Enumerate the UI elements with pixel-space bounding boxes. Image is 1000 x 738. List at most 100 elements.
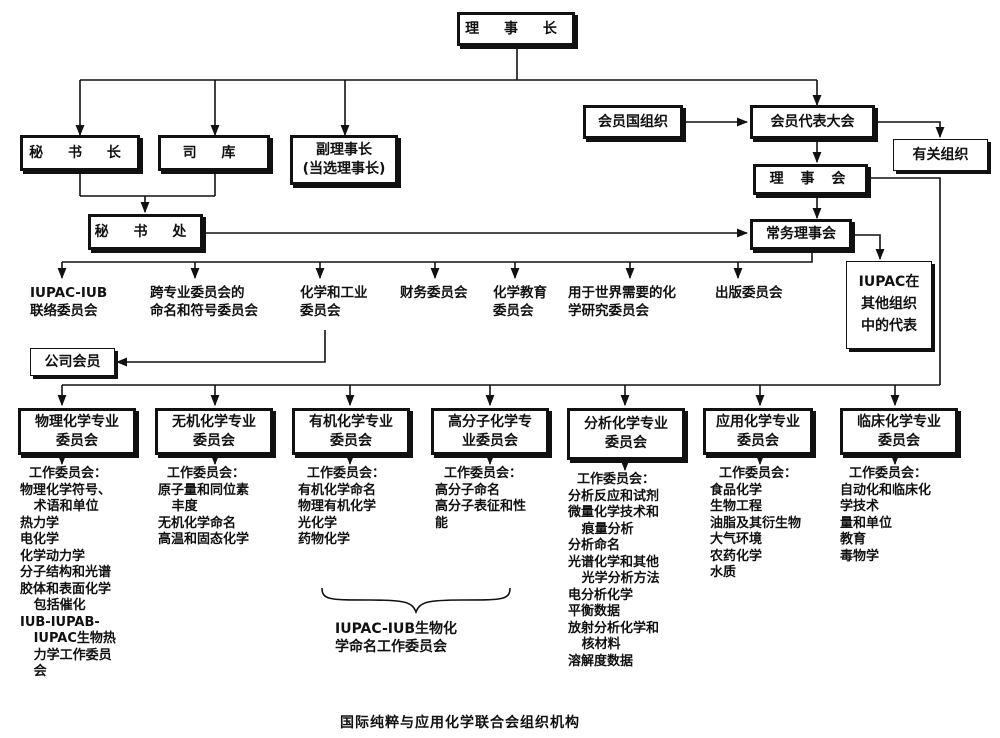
committee-education: 化学教育 委员会 bbox=[493, 285, 547, 320]
committee-publications: 出版委员会 bbox=[715, 285, 783, 303]
member-orgs-box: 会员国组织 bbox=[583, 105, 683, 139]
committee-nomenclature: 跨专业委员会的 命名和符号委员会 bbox=[150, 285, 258, 320]
working-committee-item: 高温和固态化学 bbox=[158, 532, 250, 547]
working-committee-item: 力学工作委员 bbox=[20, 647, 112, 663]
vice-president-label: 副理事长 bbox=[316, 142, 372, 159]
division-label: 委员会 bbox=[330, 432, 372, 449]
division-label: 高分子化学专 bbox=[448, 413, 532, 430]
division-inorganic-chem: 无机化学专业 委员会 bbox=[155, 408, 273, 455]
working-committee-item: 丰度 bbox=[158, 499, 198, 514]
vice-president-box: 副理事长 (当选理事长) bbox=[290, 135, 398, 185]
committee-label: 委员会 bbox=[493, 302, 534, 319]
division-label: 业委员会 bbox=[462, 432, 518, 449]
working-committee-item: 分析反应和试剂 bbox=[568, 488, 660, 504]
division-analytical-chem: 分析化学专业 委员会 bbox=[567, 408, 685, 460]
secretary-general-box: 秘 书 长 bbox=[20, 135, 140, 171]
committee-label: 联络委员会 bbox=[30, 302, 98, 319]
president-box: 理 事 长 bbox=[457, 12, 575, 46]
working-committee-item: 热力学 bbox=[20, 515, 60, 531]
working-committee-item: 会 bbox=[20, 664, 47, 679]
committee-chem-industry: 化学和工业 委员会 bbox=[300, 285, 368, 320]
working-committee-item: 化学动力学 bbox=[20, 548, 86, 564]
working-committee-item: 电分析化学 bbox=[568, 587, 634, 603]
working-committee-item: 原子量和同位素 bbox=[158, 482, 250, 498]
related-orgs-box: 有关组织 bbox=[893, 139, 988, 171]
division-label: 有机化学专业 bbox=[309, 413, 393, 430]
committee-label: 跨专业委员会的 bbox=[150, 285, 245, 301]
general-assembly-box: 会员代表大会 bbox=[750, 105, 875, 139]
working-committee-heading: 工作委员会： bbox=[298, 466, 386, 481]
working-committee-item: 水质 bbox=[710, 565, 737, 580]
secretariat-box: 秘 书 处 bbox=[88, 214, 203, 250]
working-committee-item: 高分子表征和性 bbox=[435, 499, 527, 514]
division-label: 物理化学专业 bbox=[35, 413, 119, 430]
joint-commission-brace bbox=[321, 587, 511, 615]
representation-line1: IUPAC在 bbox=[858, 274, 920, 291]
division-organic-chem: 有机化学专业 委员会 bbox=[292, 408, 410, 455]
committee-label: 学研究委员会 bbox=[568, 302, 649, 319]
working-committee-heading: 工作委员会： bbox=[435, 466, 523, 481]
working-committee-item: 物理化学符号、 bbox=[20, 482, 112, 498]
figure-caption: 国际纯粹与应用化学联合会组织机构 bbox=[340, 715, 580, 731]
division-label: 委员会 bbox=[737, 432, 779, 449]
division-label: 无机化学专业 bbox=[172, 413, 256, 430]
working-committee-heading: 工作委员会： bbox=[568, 472, 656, 487]
committee-label: 出版委员会 bbox=[715, 285, 783, 301]
division-label: 委员会 bbox=[878, 432, 920, 449]
working-committee-item: 平衡数据 bbox=[568, 604, 621, 619]
committee-label: 命名和符号委员会 bbox=[150, 302, 258, 319]
working-committee-item: 食品化学 bbox=[710, 482, 763, 498]
wg-list-organic: 工作委员会：有机化学命名物理有机化学光化学药物化学 bbox=[298, 466, 385, 549]
vice-president-note: (当选理事长) bbox=[302, 161, 386, 177]
working-committee-item: 核材料 bbox=[568, 637, 621, 652]
committee-label: 委员会 bbox=[300, 302, 341, 319]
committee-label: IUPAC-IUB bbox=[30, 285, 108, 301]
council-box: 理 事 会 bbox=[753, 164, 868, 195]
working-committee-item: 胶体和表面化学 bbox=[20, 581, 112, 597]
committee-iupac-iub: IUPAC-IUB 联络委员会 bbox=[30, 285, 107, 320]
working-committee-item: 油脂及其衍生物 bbox=[710, 515, 802, 531]
working-committee-item: 量和单位 bbox=[840, 515, 893, 531]
working-committee-item: 有机化学命名 bbox=[298, 482, 377, 498]
working-committee-item: 分析命名 bbox=[568, 538, 621, 553]
working-committee-item: 术语和单位 bbox=[20, 499, 99, 514]
working-committee-item: IUB-IUPAB- bbox=[20, 614, 100, 630]
working-committee-item: 农药化学 bbox=[710, 548, 763, 564]
working-committee-item: 高分子命名 bbox=[435, 482, 501, 498]
joint-commission-line: IUPAC-IUB生物化 bbox=[335, 621, 458, 637]
working-committee-item: 教育 bbox=[840, 532, 867, 547]
bureau-box: 常务理事会 bbox=[750, 219, 852, 250]
working-committee-item: 能 bbox=[435, 515, 449, 531]
division-label: 应用化学专业 bbox=[716, 413, 800, 430]
wg-list-inorganic: 工作委员会：原子量和同位素 丰度无机化学命名高温和固态化学 bbox=[158, 466, 249, 549]
wg-list-physical: 工作委员会：物理化学符号、 术语和单位热力学电化学化学动力学分子结构和光谱胶体和… bbox=[20, 466, 116, 681]
division-label: 分析化学专业 bbox=[584, 416, 668, 433]
working-committee-heading: 工作委员会： bbox=[158, 466, 246, 481]
division-physical-chem: 物理化学专业 委员会 bbox=[18, 408, 136, 455]
working-committee-item: 生物工程 bbox=[710, 499, 763, 514]
representation-line3: 中的代表 bbox=[861, 317, 917, 334]
working-committee-item: 溶解度数据 bbox=[568, 653, 634, 669]
treasurer-box: 司 库 bbox=[158, 135, 270, 171]
committee-label: 用于世界需要的化 bbox=[568, 285, 676, 301]
division-applied-chem: 应用化学专业 委员会 bbox=[703, 408, 813, 455]
working-committee-item: 痕量分析 bbox=[568, 521, 634, 537]
division-label: 委员会 bbox=[605, 435, 647, 451]
working-committee-item: 分子结构和光谱 bbox=[20, 565, 112, 580]
working-committee-item: 包括催化 bbox=[20, 598, 86, 613]
working-committee-item: 学技术 bbox=[840, 499, 880, 514]
working-committee-item: 毒物学 bbox=[840, 548, 880, 564]
working-committee-item: 物理有机化学 bbox=[298, 499, 377, 514]
representation-box: IUPAC在 其他组织 中的代表 bbox=[846, 261, 932, 349]
working-committee-item: 微量化学技术和 bbox=[568, 505, 660, 520]
division-clinical-chem: 临床化学专业 委员会 bbox=[840, 408, 958, 455]
working-committee-item: 放射分析化学和 bbox=[568, 620, 660, 636]
committee-label: 化学和工业 bbox=[300, 285, 368, 301]
working-committee-item: 无机化学命名 bbox=[158, 515, 237, 531]
wg-list-analytical: 工作委员会：分析反应和试剂微量化学技术和 痕量分析分析命名光谱化学和其他 光学分… bbox=[568, 472, 660, 670]
working-committee-item: 药物化学 bbox=[298, 532, 351, 547]
division-label: 委员会 bbox=[56, 432, 98, 449]
company-members-box: 公司会员 bbox=[30, 348, 115, 376]
